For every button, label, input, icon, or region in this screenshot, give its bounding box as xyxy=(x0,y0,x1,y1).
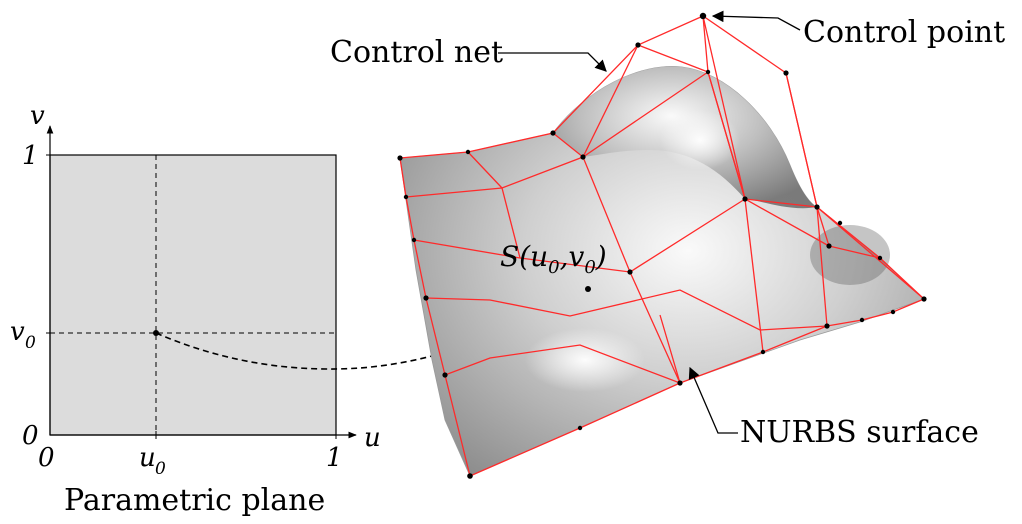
svg-text:0: 0 xyxy=(155,459,166,479)
callout-control-point: Control point xyxy=(711,10,1005,50)
u-axis-label: u xyxy=(364,423,381,453)
svg-text:0: 0 xyxy=(25,333,36,353)
v-max-label: 1 xyxy=(22,141,39,171)
plane-square xyxy=(49,154,337,436)
u-origin-label: 0 xyxy=(38,443,55,473)
u0-label: u 0 xyxy=(139,443,166,479)
callout-nurbs-surface: NURBS surface xyxy=(688,366,979,450)
v-origin-label: 0 xyxy=(22,421,39,451)
control-net-label: Control net xyxy=(330,35,503,70)
surface-highlight-1 xyxy=(660,110,740,170)
svg-text:v: v xyxy=(10,317,25,347)
surface-point xyxy=(585,286,591,292)
callout-control-net: Control net xyxy=(330,35,607,72)
parametric-plane: v 1 0 0 1 u v 0 u 0 Parametric plane xyxy=(10,101,381,518)
surface-shadow xyxy=(810,225,890,285)
highlighted-control-point xyxy=(699,12,707,20)
nurbs-surface-label: NURBS surface xyxy=(740,415,979,450)
v-axis-label: v xyxy=(30,101,45,131)
surface-point-label: S(u0,v0) xyxy=(500,240,607,278)
v0-label: v 0 xyxy=(10,317,36,353)
surface-highlight-2 xyxy=(525,328,645,392)
svg-text:u: u xyxy=(139,443,156,473)
mapping-arrow xyxy=(155,291,585,370)
u-max-label: 1 xyxy=(326,443,343,473)
plane-caption: Parametric plane xyxy=(64,483,325,518)
control-points xyxy=(397,12,927,479)
control-point-label: Control point xyxy=(803,15,1005,50)
svg-text:S(u0,v0): S(u0,v0) xyxy=(500,240,607,278)
